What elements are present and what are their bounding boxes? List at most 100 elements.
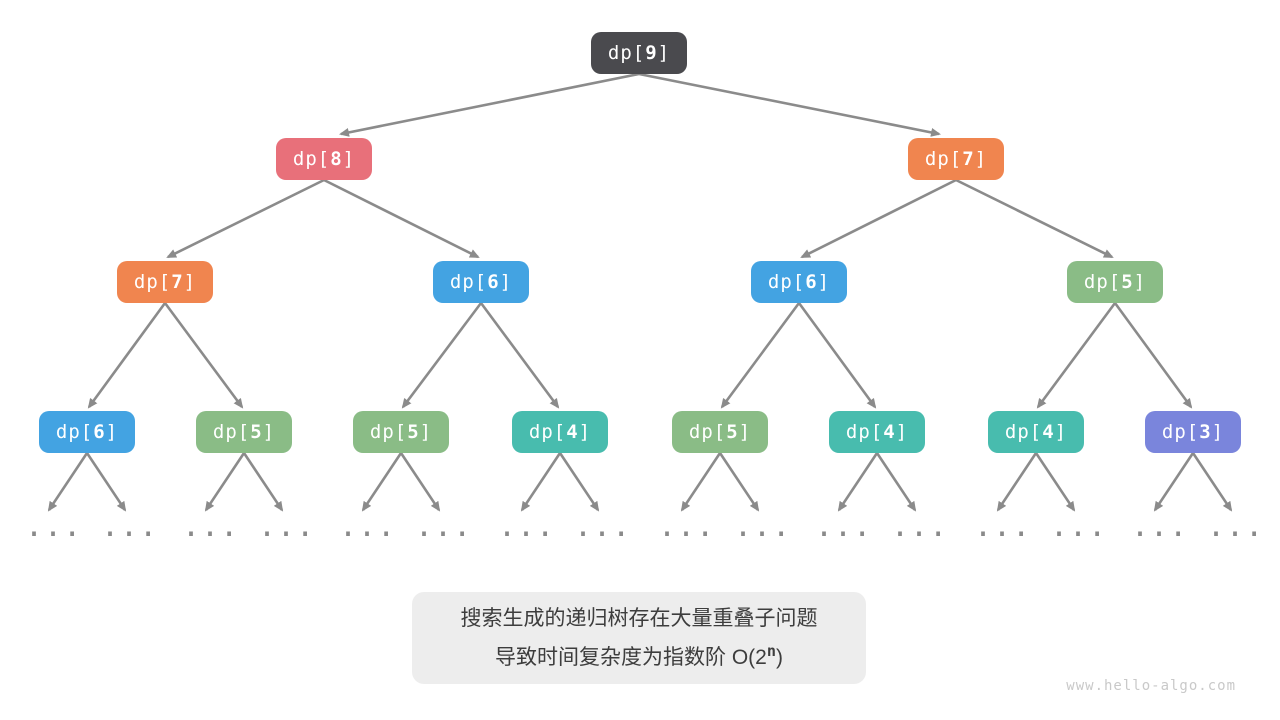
node-label-pre: dp[ [212, 421, 251, 443]
node-label-pre: dp[ [1161, 421, 1200, 443]
tree-edge [797, 302, 877, 409]
tree-node-dp5: dp[5] [353, 411, 449, 453]
node-label-num: 7 [962, 148, 975, 170]
node-label-pre: dp[ [369, 421, 408, 443]
node-label-post: ] [499, 271, 513, 293]
tree-edge [85, 452, 127, 512]
ellipsis: ... [258, 509, 316, 544]
node-label-pre: dp[ [845, 421, 884, 443]
node-label-num: 3 [1199, 421, 1212, 443]
ellipsis: ... [498, 509, 556, 544]
tree-edge [720, 302, 801, 409]
tree-edge [361, 452, 403, 512]
tree-edge [800, 178, 957, 259]
node-label: dp[7] [925, 148, 987, 170]
node-label-num: 5 [407, 421, 420, 443]
tree-edge [718, 452, 760, 512]
tree-node-dp8: dp[8] [276, 138, 372, 180]
tree-edge [1113, 302, 1193, 409]
tree-edge [520, 452, 562, 512]
node-label-pre: dp[ [449, 271, 488, 293]
tree-edge [163, 302, 244, 409]
tree-edge [399, 452, 441, 512]
tree-node-dp5: dp[5] [196, 411, 292, 453]
node-label: dp[6] [768, 271, 830, 293]
node-label-post: ] [974, 148, 988, 170]
node-label: dp[5] [689, 421, 751, 443]
node-label-post: ] [1133, 271, 1147, 293]
tree-edge [955, 178, 1114, 259]
node-label: dp[9] [608, 42, 670, 64]
tree-node-dp5: dp[5] [1067, 261, 1163, 303]
node-label: dp[5] [370, 421, 432, 443]
caption-exponent: n [766, 642, 776, 660]
node-label: dp[6] [56, 421, 118, 443]
tree-node-dp4: dp[4] [988, 411, 1084, 453]
node-label-post: ] [342, 148, 356, 170]
caption-line-2-text: 导致时间复杂度为指数阶 O(2 [495, 646, 767, 669]
node-label: dp[4] [846, 421, 908, 443]
node-label-num: 5 [250, 421, 263, 443]
node-label-num: 9 [645, 42, 658, 64]
node-label-post: ] [657, 42, 671, 64]
tree-edge [323, 178, 480, 259]
ellipsis: ... [415, 509, 473, 544]
ellipsis: ... [974, 509, 1032, 544]
tree-node-dp7: dp[7] [117, 261, 213, 303]
node-label-num: 6 [487, 271, 500, 293]
caption-line-2-close: ) [775, 646, 783, 669]
tree-edge [1191, 452, 1233, 512]
node-label-post: ] [105, 421, 119, 443]
tree-edge [204, 452, 246, 512]
node-label-num: 6 [93, 421, 106, 443]
tree-edge [837, 452, 879, 512]
node-label-num: 4 [883, 421, 896, 443]
ellipsis: ... [25, 509, 83, 544]
node-label-pre: dp[ [133, 271, 172, 293]
node-label-post: ] [183, 271, 197, 293]
tree-node-dp6: dp[6] [433, 261, 529, 303]
tree-edge [1034, 452, 1076, 512]
tree-edge [558, 452, 600, 512]
ellipsis: ... [734, 509, 792, 544]
node-label-post: ] [1054, 421, 1068, 443]
node-label: dp[7] [134, 271, 196, 293]
node-label-post: ] [738, 421, 752, 443]
tree-edge [339, 72, 640, 137]
tree-node-dp6: dp[6] [751, 261, 847, 303]
tree-edge [638, 72, 941, 137]
node-label-num: 8 [330, 148, 343, 170]
node-label: dp[3] [1162, 421, 1224, 443]
node-label-pre: dp[ [607, 42, 646, 64]
caption-line-1: 搜索生成的递归树存在大量重叠子问题 [460, 607, 818, 630]
tree-edge [680, 452, 722, 512]
ellipsis: ... [182, 509, 240, 544]
node-label-post: ] [1211, 421, 1225, 443]
node-label-num: 7 [171, 271, 184, 293]
ellipsis: ... [1131, 509, 1189, 544]
tree-edge [479, 302, 560, 409]
caption-line-2: 导致时间复杂度为指数阶 O(2n) [495, 635, 783, 674]
ellipsis: ... [815, 509, 873, 544]
node-label-pre: dp[ [1004, 421, 1043, 443]
node-label-pre: dp[ [924, 148, 963, 170]
node-label-post: ] [817, 271, 831, 293]
caption-box: 搜索生成的递归树存在大量重叠子问题 导致时间复杂度为指数阶 O(2n) [412, 592, 866, 684]
tree-edge [87, 302, 167, 409]
node-label-num: 5 [726, 421, 739, 443]
node-label-pre: dp[ [292, 148, 331, 170]
tree-edge [166, 178, 325, 259]
node-label-num: 5 [1121, 271, 1134, 293]
node-label: dp[4] [529, 421, 591, 443]
tree-edge [47, 452, 89, 512]
tree-node-dp4: dp[4] [512, 411, 608, 453]
ellipsis: ... [339, 509, 397, 544]
watermark-url: www.hello-algo.com [1066, 678, 1236, 694]
tree-edge [875, 452, 917, 512]
node-label: dp[6] [450, 271, 512, 293]
tree-node-dp5: dp[5] [672, 411, 768, 453]
node-label: dp[5] [1084, 271, 1146, 293]
node-label-post: ] [262, 421, 276, 443]
